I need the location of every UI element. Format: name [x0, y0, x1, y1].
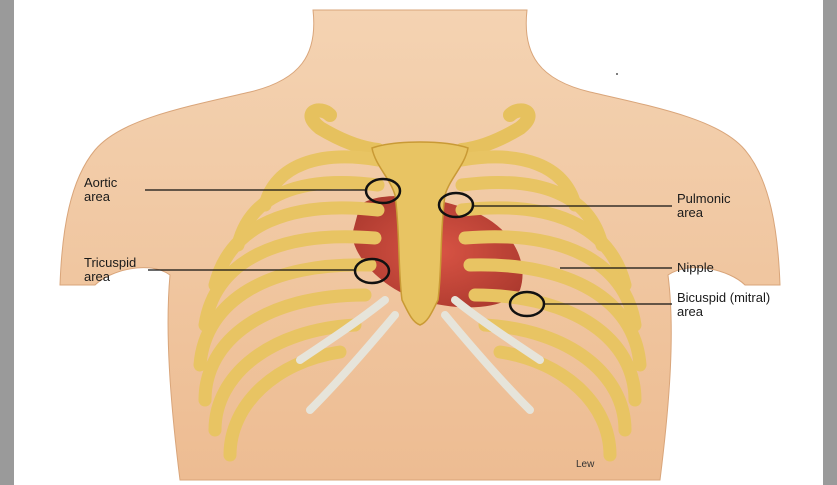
bicuspid-label-line2: area	[677, 305, 770, 319]
illustrator-credit: Lew	[576, 458, 594, 472]
aortic-label: Aortic area	[84, 176, 117, 204]
tricuspid-label-line2: area	[84, 270, 136, 284]
tricuspid-label: Tricuspid area	[84, 256, 136, 284]
aortic-label-line2: area	[84, 190, 117, 204]
aortic-label-line1: Aortic	[84, 176, 117, 190]
pulmonic-label-line2: area	[677, 206, 730, 220]
pulmonic-label-line1: Pulmonic	[677, 192, 730, 206]
pulmonic-label: Pulmonic area	[677, 192, 730, 220]
nipple-label: Nipple	[677, 261, 714, 275]
bicuspid-label: Bicuspid (mitral) area	[677, 291, 770, 319]
tricuspid-label-line1: Tricuspid	[84, 256, 136, 270]
bicuspid-label-line1: Bicuspid (mitral)	[677, 291, 770, 305]
